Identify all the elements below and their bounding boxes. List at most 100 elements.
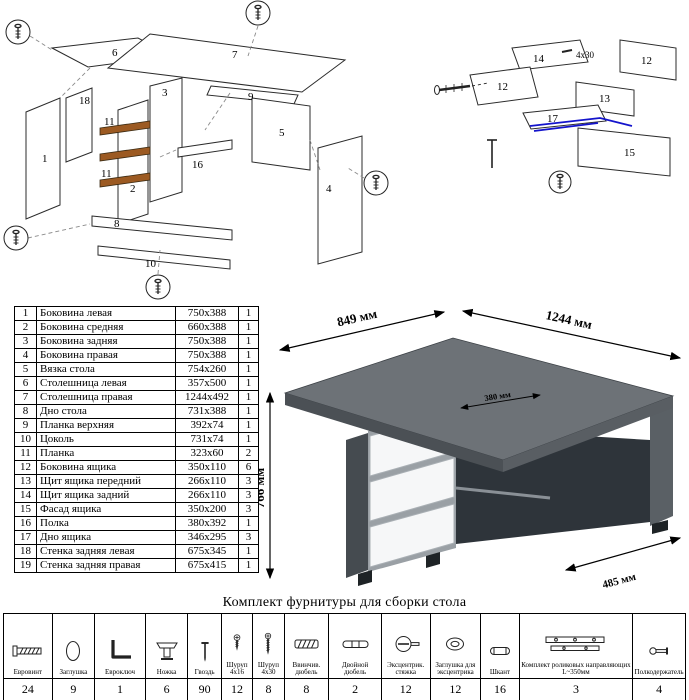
part-number-cell: 18 [14, 544, 37, 559]
euroscrew-icon [434, 85, 440, 95]
bottom-slot-highlight [529, 117, 633, 132]
part-number-label: 16 [192, 159, 204, 171]
part-size-cell: 1244x492 [175, 390, 239, 405]
exploded-view-drawer: 14 12 12 13 17 15 4x30 [434, 39, 677, 194]
part-number-cell: 13 [14, 474, 37, 489]
part-number-label: 2 [130, 183, 136, 195]
part-size-cell: 750x388 [175, 348, 239, 363]
part-qty-cell: 3 [238, 474, 259, 489]
table-row: 6 Столешница левая 357x500 1 [14, 376, 259, 391]
part-number-cell: 8 [14, 404, 37, 419]
table-row: 3 Боковина задняя 750x388 1 [14, 334, 259, 349]
hardware-kit-title: Комплект фурнитуры для сборки стола [222, 595, 467, 610]
roller-slides-icon [521, 626, 631, 662]
part-name-cell: Боковина правая [36, 348, 176, 363]
plug-icon [54, 633, 94, 669]
dim-380: 380 мм [484, 389, 512, 403]
hw-label: Шкант [489, 668, 511, 677]
panel-5 [251, 97, 311, 171]
screw-in-dowel-icon [286, 626, 328, 662]
part-size-cell: 660x388 [175, 320, 239, 335]
part-qty-cell: 2 [238, 446, 259, 461]
desk-foot [358, 570, 372, 586]
hex-key-icon [96, 633, 144, 669]
panel-15 [577, 127, 671, 177]
hw-cell-screw-4x30: Шуруп 4x30 [252, 613, 285, 679]
part-number-label: 3 [162, 87, 168, 99]
part-number-cell: 4 [14, 348, 37, 363]
panel-10 [97, 245, 231, 270]
screw-size-note: 4x30 [576, 50, 595, 60]
part-qty-cell: 1 [238, 320, 259, 335]
screw-4x30-icon [254, 626, 282, 662]
hw-cell-double-dowel: Двойной дюбель [328, 613, 382, 679]
panel-14 [511, 39, 589, 71]
part-number-cell: 3 [14, 334, 37, 349]
part-name-cell: Столешница левая [36, 376, 176, 391]
cam-cap-icon [432, 626, 480, 662]
part-number-cell: 1 [14, 306, 37, 321]
part-qty-cell: 1 [238, 376, 259, 391]
part-number-labels: 18 1 6 7 3 2 11 11 16 9 5 8 4 10 [42, 47, 332, 270]
desk-foot [652, 520, 668, 534]
table-row: 8 Дно стола 731x388 1 [14, 404, 259, 419]
panel-7 [106, 33, 347, 93]
part-name-cell: Планка [36, 446, 176, 461]
hw-label: Шуруп 4x16 [226, 660, 248, 677]
panel-12-right [619, 39, 677, 81]
dimension-lines [265, 308, 682, 580]
part-size-cell: 731x74 [175, 432, 239, 447]
table-row: 16 Полка 380x392 1 [14, 516, 259, 531]
part-qty-cell: 1 [238, 348, 259, 363]
part-number-cell: 14 [14, 488, 37, 503]
drawer-unit-side [346, 433, 368, 578]
part-size-cell: 266x110 [175, 488, 239, 503]
part-name-cell: Полка [36, 516, 176, 531]
hw-qty: 24 [3, 678, 53, 700]
part-name-cell: Цоколь [36, 432, 176, 447]
part-size-cell: 323x60 [175, 446, 239, 461]
hw-qty: 1 [94, 678, 146, 700]
part-number-cell: 12 [14, 460, 37, 475]
part-number-cell: 6 [14, 376, 37, 391]
part-qty-cell: 3 [238, 502, 259, 517]
hw-label: Гвоздь [194, 668, 215, 677]
screw-icon [561, 49, 573, 53]
part-number-label: 10 [145, 258, 157, 270]
part-qty-cell: 3 [238, 488, 259, 503]
hw-label: Евровинт [13, 668, 43, 677]
part-size-cell: 350x200 [175, 502, 239, 517]
part-number-label: 1 [42, 153, 48, 165]
table-row: 9 Планка верхняя 392x74 1 [14, 418, 259, 433]
hw-cell-shelf-pin: Полкодержатель [632, 613, 686, 679]
part-qty-cell: 1 [238, 390, 259, 405]
part-number-cell: 11 [14, 446, 37, 461]
part-size-cell: 380x392 [175, 516, 239, 531]
part-number-label: 4 [326, 183, 332, 195]
part-size-cell: 675x345 [175, 544, 239, 559]
part-qty-cell: 6 [238, 460, 259, 475]
part-size-cell: 754x260 [175, 362, 239, 377]
assembly-guide-lines [27, 25, 365, 275]
hardware-callouts [3, 0, 389, 300]
hw-cell-nail: Гвоздь [187, 613, 222, 679]
part-number-label: 11 [101, 168, 112, 180]
hw-qty: 2 [328, 678, 382, 700]
hw-qty: 12 [220, 678, 254, 700]
part-number-label: 9 [248, 91, 254, 103]
part-size-cell: 750x388 [175, 334, 239, 349]
desk-foot [426, 552, 440, 568]
drawer-front-2 [369, 457, 455, 522]
part-size-cell: 346x295 [175, 530, 239, 545]
part-name-cell: Дно стола [36, 404, 176, 419]
part-number-cell: 15 [14, 502, 37, 517]
shelf-pin-icon [634, 633, 684, 669]
hw-qty: 12 [380, 678, 431, 700]
hw-label: Двойной дюбель [341, 660, 369, 677]
desk-right-side-panel [650, 398, 673, 526]
hardware-table: Евровинт Заглушка Евроключ [3, 613, 686, 700]
part-number-label: 14 [533, 53, 545, 65]
part-number-label: 11 [104, 116, 115, 128]
dim-766: 766 мм [258, 468, 267, 509]
part-name-cell: Вязка стола [36, 362, 176, 377]
